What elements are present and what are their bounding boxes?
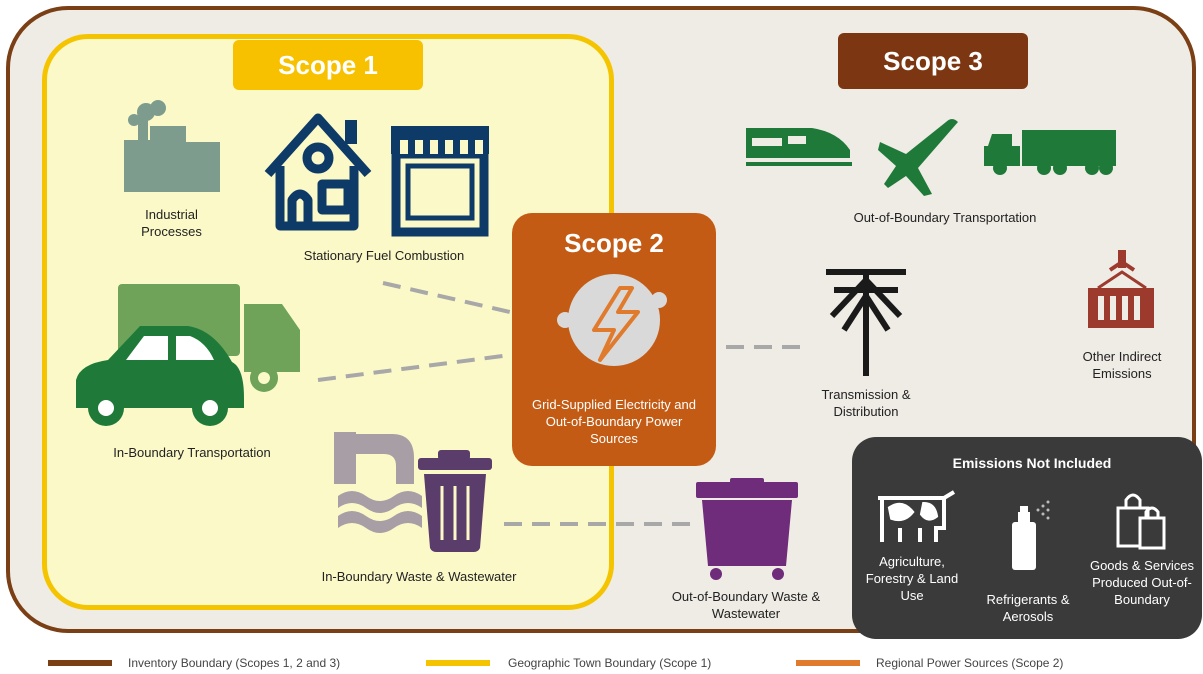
car-icon	[76, 326, 244, 426]
house-icon	[264, 113, 372, 231]
aerosol-can-icon	[1012, 500, 1050, 570]
scope1-badge: Scope 1	[233, 40, 423, 90]
label-out-boundary-waste: Out-of-Boundary Waste & Wastewater	[671, 589, 821, 621]
legend-town-swatch	[426, 660, 490, 666]
shopping-bags-icon	[1116, 493, 1166, 550]
scope3-badge: Scope 3	[838, 33, 1028, 89]
legend-regional-swatch	[796, 660, 860, 666]
electricity-icon-front	[557, 274, 667, 366]
chimney	[345, 120, 357, 144]
legend-town-label: Geographic Town Boundary (Scope 1)	[508, 656, 712, 670]
legend-inventory-swatch	[48, 660, 112, 666]
label-stationary-fuel: Stationary Fuel Combustion	[303, 248, 465, 263]
connector-stationary	[382, 281, 511, 314]
dumpster-icon	[696, 478, 798, 580]
label-transmission: Transmission & Distribution	[821, 387, 911, 419]
container-icon	[1088, 250, 1154, 328]
label-industrial-processes: Industrial Processes	[141, 207, 202, 239]
connector-lines	[317, 281, 804, 526]
semi-truck-icon	[984, 130, 1116, 175]
connector-transport	[317, 353, 511, 382]
emissions-not-included-title: Emissions Not Included	[952, 455, 1112, 471]
label-in-boundary-waste: In-Boundary Waste & Wastewater	[321, 569, 517, 584]
wastewater-icon	[334, 432, 422, 533]
cow-icon	[878, 490, 956, 542]
legend-inventory-label: Inventory Boundary (Scopes 1, 2 and 3)	[128, 656, 341, 670]
train-icon	[746, 128, 852, 166]
legend-regional-label: Regional Power Sources (Scope 2)	[876, 656, 1064, 670]
factory-icon	[124, 100, 220, 192]
label-agriculture: Agriculture, Forestry & Land Use	[865, 554, 959, 603]
label-goods-services: Goods & Services Produced Out-of-Boundar…	[1089, 558, 1195, 607]
scope2-caption: Grid-Supplied Electricity and Out-of-Bou…	[531, 397, 697, 446]
transmission-tower-icon	[826, 269, 906, 376]
plane-icon	[878, 119, 958, 196]
scope2-title: Scope 2	[564, 228, 664, 258]
label-refrigerants: Refrigerants & Aerosols	[986, 592, 1070, 624]
shop-icon	[391, 126, 489, 237]
label-other-indirect: Other Indirect Emissions	[1082, 349, 1162, 381]
label-out-boundary-transport: Out-of-Boundary Transportation	[853, 210, 1037, 225]
trash-bin-lines	[440, 486, 470, 540]
label-in-boundary-transport: In-Boundary Transportation	[113, 445, 271, 460]
